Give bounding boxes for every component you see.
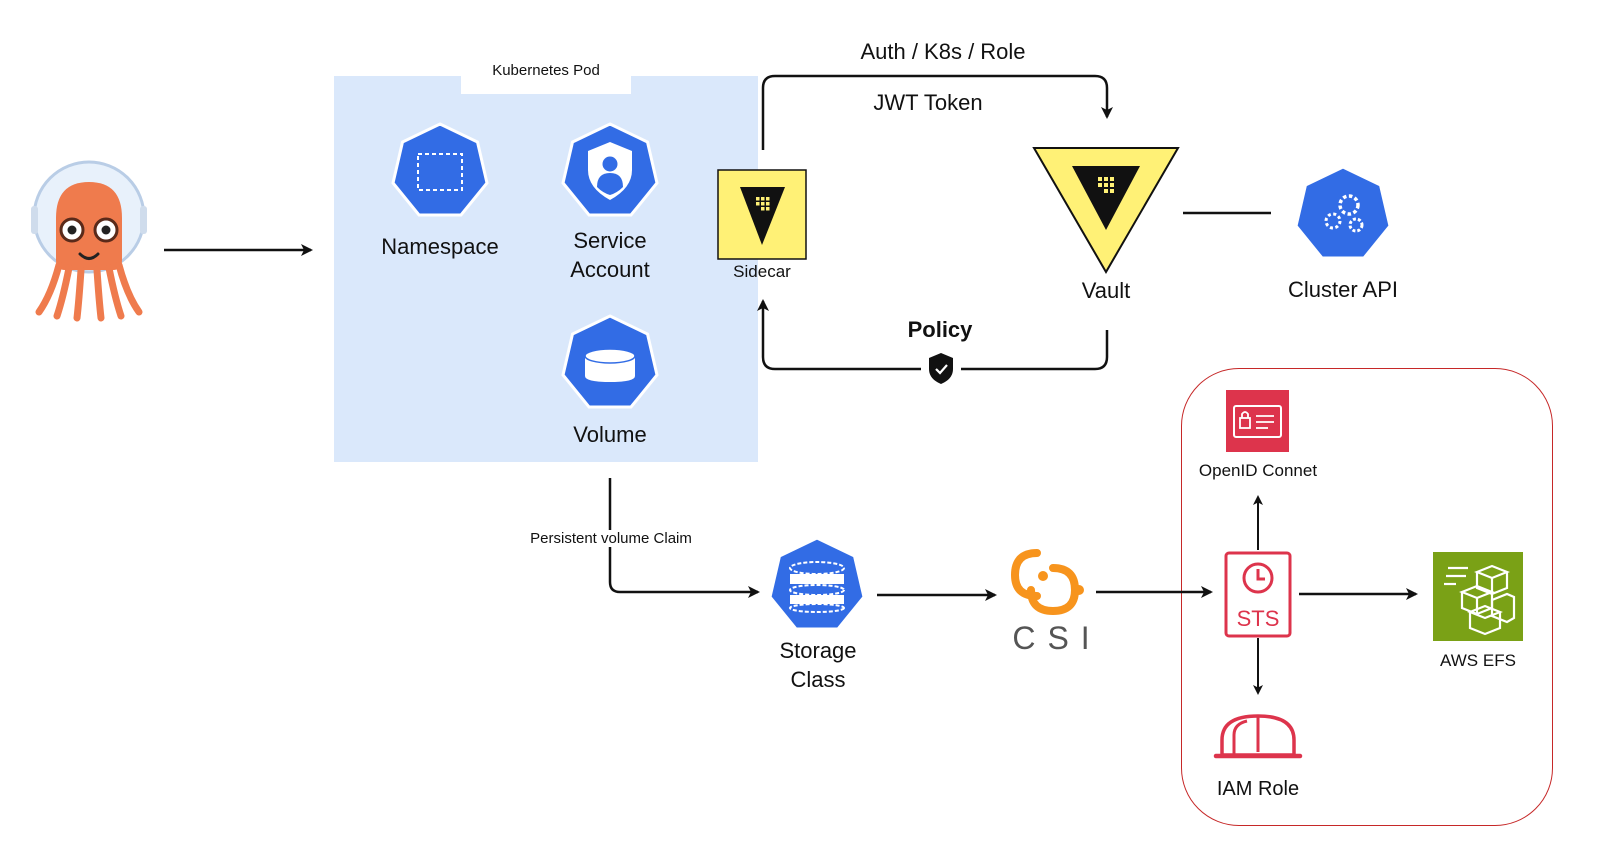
vault-sidecar-icon <box>717 169 807 260</box>
edge-pod-to-storage-class <box>608 478 760 598</box>
service-account-label: Service Account <box>570 228 650 282</box>
aws-efs-icon <box>1433 552 1523 641</box>
cluster-api-label: Cluster API <box>1287 277 1399 302</box>
volume-icon <box>561 314 659 409</box>
sidecar-label: Sidecar <box>733 262 791 281</box>
sts-icon <box>1224 551 1292 638</box>
service-account-icon <box>561 122 659 217</box>
auth-edge-label: Auth / K8s / Role <box>860 39 1026 64</box>
pod-title: Kubernetes Pod <box>492 62 600 79</box>
edge-sidecar-to-vault <box>761 74 1113 150</box>
csi-label: CSI <box>1012 620 1102 656</box>
cluster-api-icon <box>1294 165 1392 260</box>
openid-connect-icon <box>1226 390 1289 452</box>
policy-edge-label: Policy <box>907 317 973 342</box>
storage-class-icon <box>768 536 866 631</box>
iam-role-label: IAM Role <box>1216 778 1300 800</box>
pod-title-background <box>461 60 631 94</box>
storage-class-label: Storage Class <box>779 638 857 692</box>
argo-octopus-icon <box>31 160 147 322</box>
sts-label: STS <box>1236 606 1280 631</box>
iam-role-icon <box>1213 714 1303 759</box>
csi-icon <box>1010 549 1084 616</box>
jwt-edge-label: JWT Token <box>873 90 983 115</box>
aws-group-container <box>1181 368 1553 826</box>
aws-efs-label: AWS EFS <box>1440 651 1516 670</box>
vault-label: Vault <box>1081 278 1131 303</box>
namespace-label: Namespace <box>381 234 499 259</box>
vault-icon <box>1032 147 1180 274</box>
shield-check-icon <box>921 350 961 386</box>
namespace-icon <box>391 122 489 217</box>
volume-label: Volume <box>573 422 647 447</box>
openid-label: OpenID Connet <box>1198 461 1318 480</box>
pvc-edge-label: Persistent volume Claim <box>516 530 706 547</box>
